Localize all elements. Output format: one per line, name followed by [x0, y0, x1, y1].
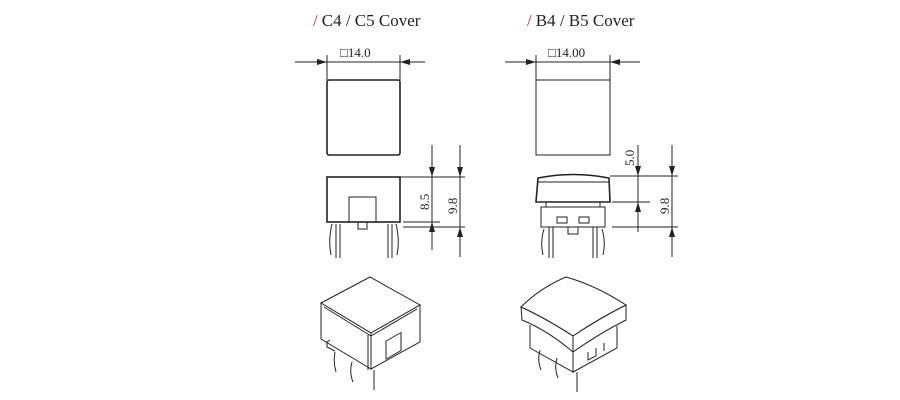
left-width-dimension: □14.0 [340, 45, 371, 60]
left-top-view [326, 79, 401, 156]
left-isometric-view [319, 276, 422, 390]
right-height-dims [610, 145, 678, 257]
left-body-height-dimension: 8.5 [417, 194, 432, 210]
left-side-view [326, 176, 401, 258]
b4-b5-cover-drawing: /B4 / B5 Cover □14.00 [505, 11, 678, 392]
right-side-view [535, 173, 611, 258]
left-width-dim-line [295, 55, 425, 80]
right-cap-height-dimension: 5.0 [622, 150, 637, 166]
right-top-view [535, 79, 611, 156]
left-total-height-dimension: 9.8 [445, 198, 460, 214]
right-total-height-dimension: 9.8 [657, 198, 672, 214]
right-width-dim-line [505, 55, 640, 80]
c4-c5-cover-drawing: /C4 / C5 Cover □14.0 8.5 [295, 11, 465, 390]
left-height-dims [400, 145, 465, 257]
left-title: /C4 / C5 Cover [313, 11, 421, 30]
right-width-dimension: □14.00 [548, 45, 585, 60]
right-title: /B4 / B5 Cover [527, 11, 635, 30]
right-isometric-view [520, 276, 628, 392]
